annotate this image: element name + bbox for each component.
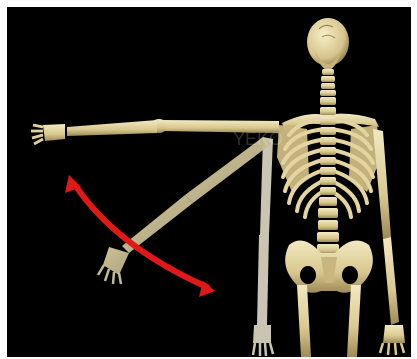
cervical-spine [320,69,336,96]
arm-diagonal-position [98,137,271,284]
spine [317,97,339,254]
watermark: YEKO [233,129,283,149]
watermark-text-1: YEKO [233,129,283,149]
skull [307,18,349,71]
skeleton-illustration: YEKO [7,7,411,357]
arm-hanging-position [253,137,273,356]
skeleton-svg: YEKO [7,7,411,357]
right-arm [373,129,405,355]
legs [297,285,361,357]
